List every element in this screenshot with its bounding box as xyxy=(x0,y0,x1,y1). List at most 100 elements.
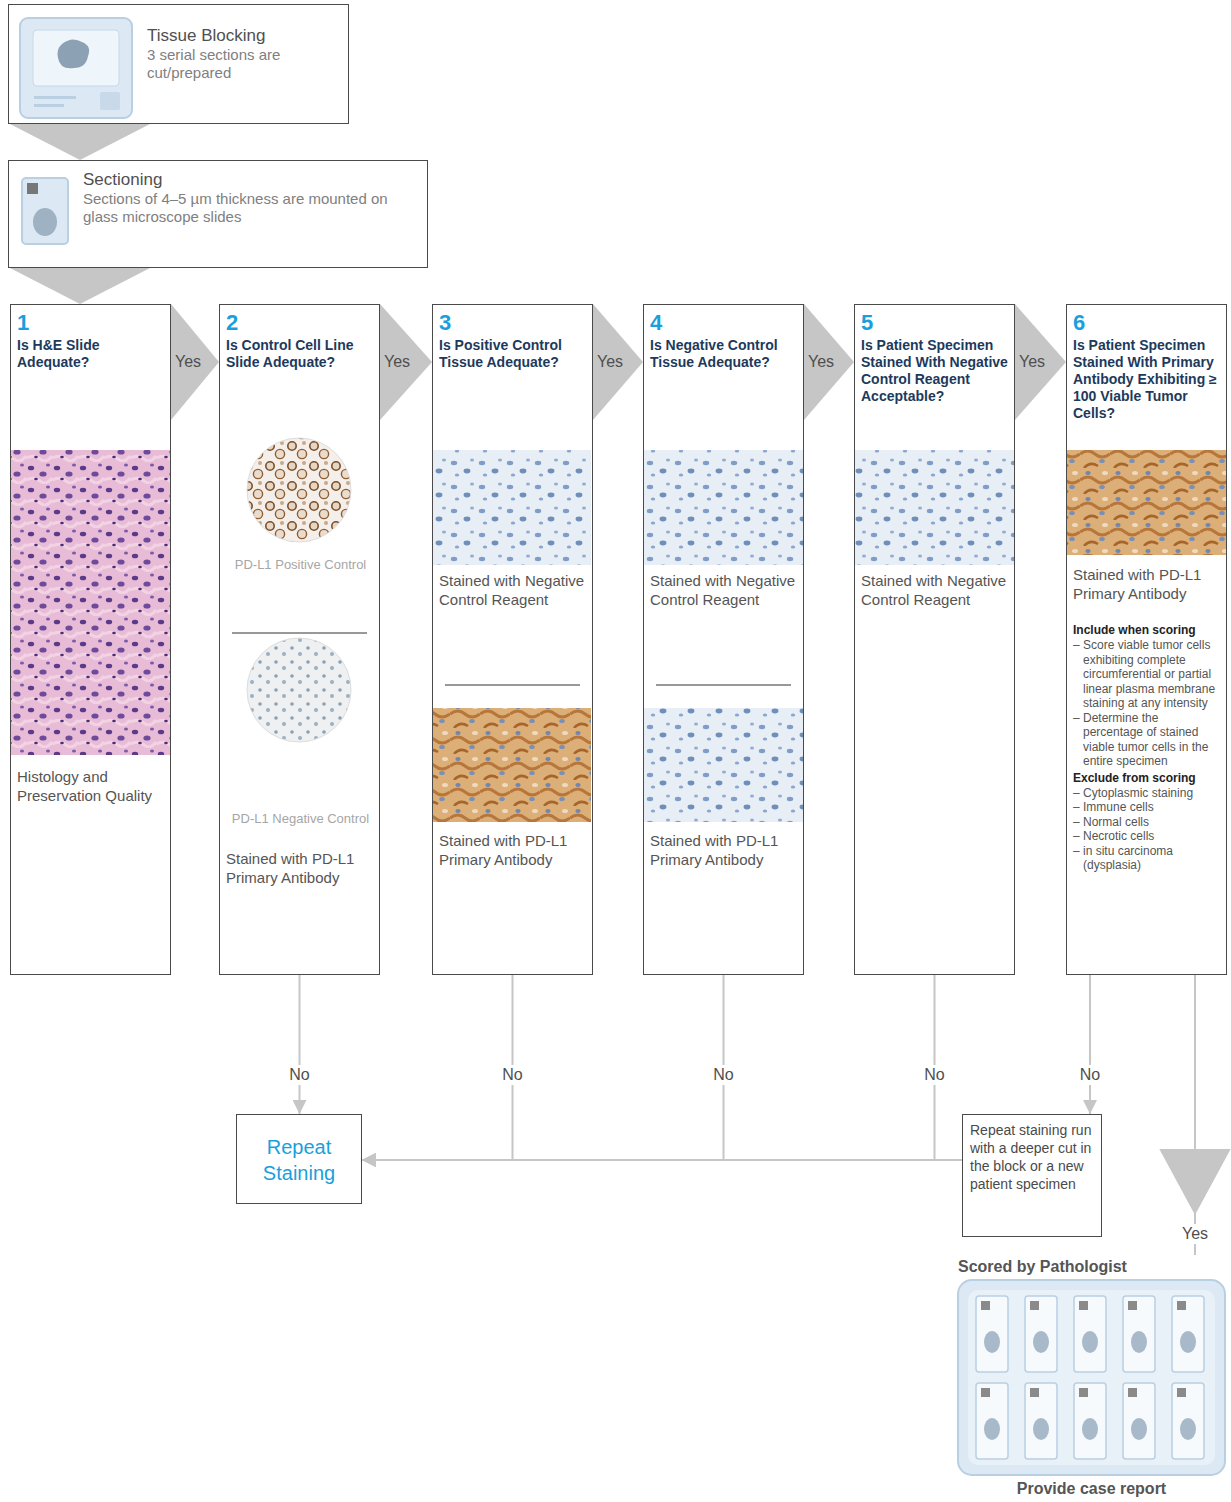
list-heading: Include when scoring xyxy=(1073,623,1221,638)
question-text: Is Negative Control Tissue Adequate? xyxy=(650,337,800,371)
connector-line xyxy=(362,975,724,1160)
divider-line xyxy=(232,633,367,634)
decision-panel: 5Is Patient Specimen Stained With Negati… xyxy=(854,304,1015,975)
bullet-item: – Cytoplasmic staining xyxy=(1073,786,1221,801)
text-group: PD-L1 Negative Control xyxy=(224,811,377,827)
he-micrograph xyxy=(11,450,170,755)
text-group: Provide case report xyxy=(955,1479,1228,1498)
edge-label: No xyxy=(710,1065,736,1085)
pd-l1-micrograph xyxy=(1067,450,1226,555)
bullet-item: – Score viable tumor cells exhibiting co… xyxy=(1073,638,1221,711)
action-text: Repeat Staining xyxy=(243,1134,355,1186)
text-group: Histology and Preservation Quality xyxy=(17,767,167,805)
text-group: Is Control Cell Line Slide Adequate? xyxy=(226,337,376,371)
decision-panel: 4Is Negative Control Tissue Adequate? Sta… xyxy=(643,304,804,975)
step-number: 5 xyxy=(861,311,1009,335)
text-group: Stained with PD-L1 Primary Antibody xyxy=(650,831,800,869)
chevron-arrow xyxy=(804,304,854,420)
decision-panel: 6Is Patient Specimen Stained With Primar… xyxy=(1066,304,1227,975)
negative-reagent-micrograph xyxy=(433,450,591,565)
note-text: Repeat staining run with a deeper cut in… xyxy=(970,1121,1096,1193)
tray-slide xyxy=(1025,1383,1057,1459)
decision-panel: 2Is Control Cell Line Slide Adequate? PD-… xyxy=(219,304,380,975)
text-group: Is Patient Specimen Stained With Negativ… xyxy=(861,337,1011,405)
divider-line xyxy=(445,685,580,686)
step-number: 4 xyxy=(650,311,798,335)
label-line xyxy=(34,104,64,107)
bullet-item: – Determine the percentage of stained vi… xyxy=(1073,711,1221,769)
box-heading: Sectioning xyxy=(83,169,418,190)
edge-label: Yes xyxy=(172,352,204,372)
bullet-item: – Immune cells xyxy=(1073,800,1221,815)
question-text: Is Control Cell Line Slide Adequate? xyxy=(226,337,376,371)
chevron-arrow xyxy=(380,304,432,420)
caption-text: Stained with PD-L1 Primary Antibody xyxy=(1073,565,1223,603)
slide-tissue xyxy=(33,208,57,236)
question-text: Is Patient Specimen Stained With Primary… xyxy=(1073,337,1223,422)
chevron-arrow xyxy=(10,124,150,160)
edge-label: Yes xyxy=(381,352,413,372)
text-group: PD-L1 Positive Control xyxy=(224,557,377,573)
tray-slide xyxy=(1074,1383,1106,1459)
text-group: 3 xyxy=(439,311,587,335)
tissue-sample xyxy=(58,39,90,68)
caption-text: Stained with PD-L1 Primary Antibody xyxy=(439,831,589,869)
tray-slide xyxy=(1074,1296,1106,1372)
process-box: Tissue Blocking3 serial sections are cut… xyxy=(8,4,349,124)
cassette-body xyxy=(20,18,132,118)
edge-label: Yes xyxy=(1016,352,1048,372)
text-group: Stained with Negative Control Reagent xyxy=(861,571,1011,609)
bullet-item: – in situ carcinoma (dysplasia) xyxy=(1073,844,1221,873)
text-group: SectioningSections of 4–5 µm thickness a… xyxy=(83,169,418,226)
step-number: 3 xyxy=(439,311,587,335)
negative-reagent-micrograph xyxy=(855,450,1014,565)
tray-slide xyxy=(1123,1296,1155,1372)
action-box: Repeat staining run with a deeper cut in… xyxy=(962,1114,1102,1237)
positive-cell-line-image xyxy=(247,438,351,542)
text-group: Is H&E Slide Adequate? xyxy=(17,337,167,371)
text-group: Stained with Negative Control Reagent xyxy=(439,571,589,609)
edge-label: No xyxy=(286,1065,312,1085)
text-group: 6 xyxy=(1073,311,1221,335)
tray-slide xyxy=(976,1383,1008,1459)
label-line xyxy=(34,96,76,99)
divider-line xyxy=(656,685,791,686)
text-group: Repeat Staining xyxy=(243,1134,355,1186)
negative-reagent-micrograph xyxy=(644,450,803,565)
question-text: Is Patient Specimen Stained With Negativ… xyxy=(861,337,1011,405)
caption-text: Histology and Preservation Quality xyxy=(17,767,167,805)
question-text: Is H&E Slide Adequate? xyxy=(17,337,167,371)
bullet-item: – Necrotic cells xyxy=(1073,829,1221,844)
box-body: 3 serial sections are cut/prepared xyxy=(147,46,345,82)
edge-label: Yes xyxy=(1179,1224,1211,1244)
caption-text: Stained with PD-L1 Primary Antibody xyxy=(650,831,800,869)
box-heading: Tissue Blocking xyxy=(147,25,345,46)
step-number: 1 xyxy=(17,311,165,335)
slide-icon xyxy=(22,178,68,244)
list-heading: Exclude from scoring xyxy=(1073,771,1221,786)
slide-tray: Scored by PathologistProvide case report xyxy=(955,1255,1228,1500)
image-caption: PD-L1 Positive Control xyxy=(224,557,377,573)
text-group: Is Negative Control Tissue Adequate? xyxy=(650,337,800,371)
cassette-tab xyxy=(100,92,120,110)
caption-text: Stained with Negative Control Reagent xyxy=(650,571,800,609)
tray-well xyxy=(968,1290,1215,1465)
chevron-arrow xyxy=(171,304,219,420)
tray-slide xyxy=(1172,1383,1204,1459)
action-box: Repeat Staining xyxy=(236,1114,362,1204)
box-body: Sections of 4–5 µm thickness are mounted… xyxy=(83,190,418,226)
connector-group xyxy=(10,124,1229,1255)
text-group: 1 xyxy=(17,311,165,335)
text-group: Stained with PD-L1 Primary Antibody xyxy=(439,831,589,869)
step-number: 2 xyxy=(226,311,374,335)
text-group: Tissue Blocking3 serial sections are cut… xyxy=(147,25,345,82)
edge-label: No xyxy=(499,1065,525,1085)
tray-slide xyxy=(1172,1296,1204,1372)
text-group: Is Positive Control Tissue Adequate? xyxy=(439,337,589,371)
tray-slide xyxy=(1123,1383,1155,1459)
tray-slide xyxy=(1025,1296,1057,1372)
decision-panel: 1Is H&E Slide Adequate? Histology and Pre… xyxy=(10,304,171,975)
